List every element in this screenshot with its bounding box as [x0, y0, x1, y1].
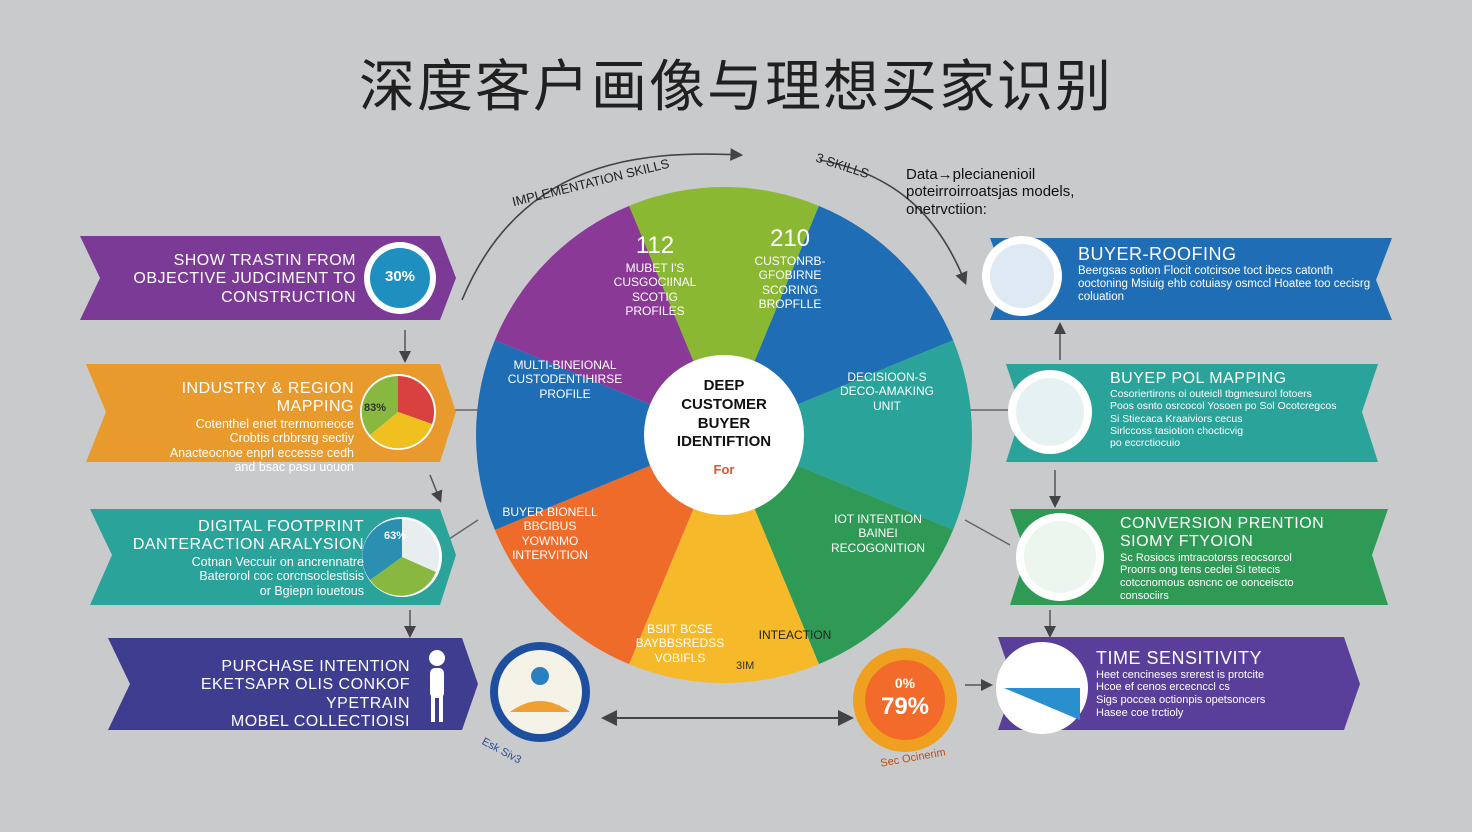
left-banner-3-shape	[90, 509, 456, 605]
bottom-right-small-value: 0%	[894, 675, 916, 691]
left-banner-4-shape	[108, 638, 478, 730]
segment-label-2: 210 CUSTONRB- GFOBIRNE SCORING BROPFLLE	[754, 225, 826, 311]
left-badge-3-value: 63%	[383, 530, 407, 542]
segment-label-5: INTEACTION	[758, 628, 832, 642]
wheel-segment-6	[494, 435, 724, 665]
right-banner-2-shape	[1006, 364, 1378, 462]
left-banner-1: SHOW TRASTIN FROM OBJECTIVE JUDCIMENT TO…	[133, 252, 356, 306]
wheel-segment-3	[724, 340, 972, 530]
arc-arrow-top-left	[461, 148, 744, 301]
left-banner-4: PURCHASE INTENTION EKETSAPR OLIS CONKOF …	[200, 658, 410, 731]
left-banner-2-shape	[86, 364, 456, 462]
segment-label-7: BUYER BIONELL BBCIBUS YOWNMO INTERVITION	[502, 505, 598, 563]
left-banner-3: DIGITAL FOOTPRINT DANTERACTION ARALYSION…	[132, 518, 364, 598]
segment-label-4: IOT INTENTION BAINEI RECOGONITION	[830, 512, 925, 555]
wheel-segment-8	[494, 205, 724, 435]
small-label: 3IM	[736, 660, 755, 672]
right-banner-4-shape	[998, 637, 1360, 730]
wheel-segment-2	[724, 205, 954, 435]
location-pin-icon	[531, 667, 549, 685]
left-banner-1-shape	[80, 236, 456, 320]
wheel-center	[644, 355, 804, 515]
left-badge-2-value: 83%	[363, 402, 387, 414]
center-label: DEEP CUSTOMER BUYER IDENTIFTION For	[676, 377, 772, 477]
segment-label-3: DECISIOON-S DECO-AMAKING UNIT	[839, 370, 934, 413]
segment-label-6: BSIIT BCSE BAYBBSREDSS VOBIFLS	[635, 622, 725, 665]
right-banner-3: CONVERSION PRENTION SIOMY FTYOION Sc Ros…	[1120, 515, 1325, 602]
segment-wheel	[475, 186, 972, 684]
page-title: 深度客户画像与理想买家识别	[359, 55, 1113, 120]
right-banner-2: BUYEP POL MAPPING Cosoriertirons oi oute…	[1110, 370, 1337, 449]
segment-label-8: MULTI-BINEIONAL CUSTODENTIHIRSE PROFILE	[507, 358, 623, 401]
wheel-segment-4	[724, 435, 954, 665]
person-icon	[429, 650, 445, 722]
data-note: Data→plecianenioil poteirroirroatsjas mo…	[906, 166, 1075, 218]
wheel-segment-1	[629, 186, 819, 435]
right-banner-4: TIME SENSITIVITY Heet cencineses srerest…	[1096, 648, 1266, 719]
left-banner-2: INDUSTRY & REGION MAPPING Cotenthel enet…	[169, 380, 354, 474]
right-banner-3-shape	[1010, 509, 1388, 605]
wheel-segment-7	[475, 340, 724, 530]
segment-label-1: 112 MUBET I'S CUSGOCIINAL SCOTIG PROFILE…	[613, 232, 697, 318]
right-banner-1-shape	[990, 238, 1392, 320]
bottom-right-value: 79%	[880, 693, 930, 720]
wheel-segment-5	[629, 435, 819, 684]
arc-arrow-top-right	[819, 159, 968, 285]
left-badge-1-value: 30%	[384, 268, 416, 285]
right-banner-1: BUYER-ROOFING Beergsas sotion Flocit cot…	[1078, 244, 1371, 304]
